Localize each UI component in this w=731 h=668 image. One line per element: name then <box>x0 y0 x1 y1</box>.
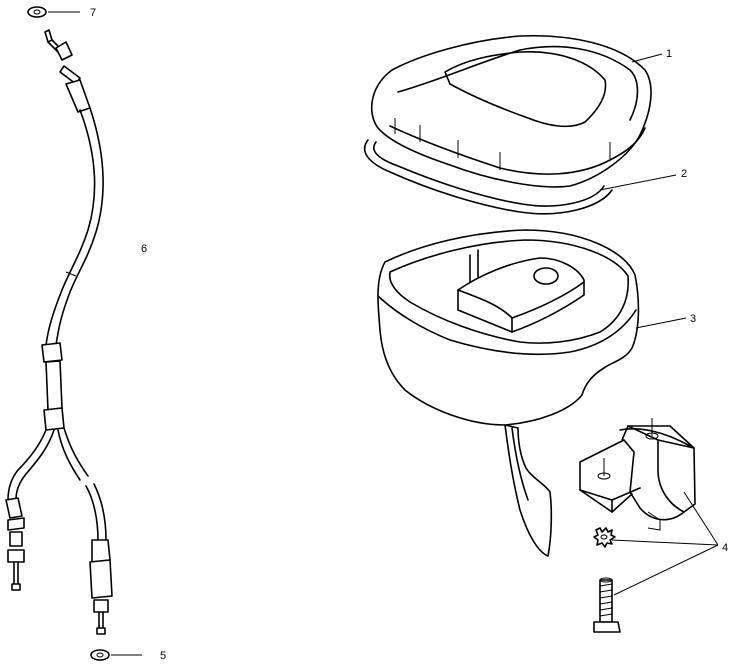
callout-3: 3 <box>690 313 696 325</box>
callout-7: 7 <box>90 7 96 19</box>
housing-cover-icon <box>371 34 652 188</box>
washer-7-icon <box>27 6 80 18</box>
callout-1: 1 <box>666 48 672 60</box>
callout-6: 6 <box>141 243 147 255</box>
clamp-washer-screw-icon <box>579 418 696 633</box>
gasket-icon <box>363 139 613 215</box>
callout-4: 4 <box>722 542 728 554</box>
callout-5: 5 <box>160 650 166 662</box>
leader-lines <box>599 53 719 596</box>
washer-5-icon <box>90 649 142 661</box>
callout-2: 2 <box>681 168 687 180</box>
housing-base-icon <box>377 229 640 557</box>
throttle-cable-icon <box>5 29 113 635</box>
